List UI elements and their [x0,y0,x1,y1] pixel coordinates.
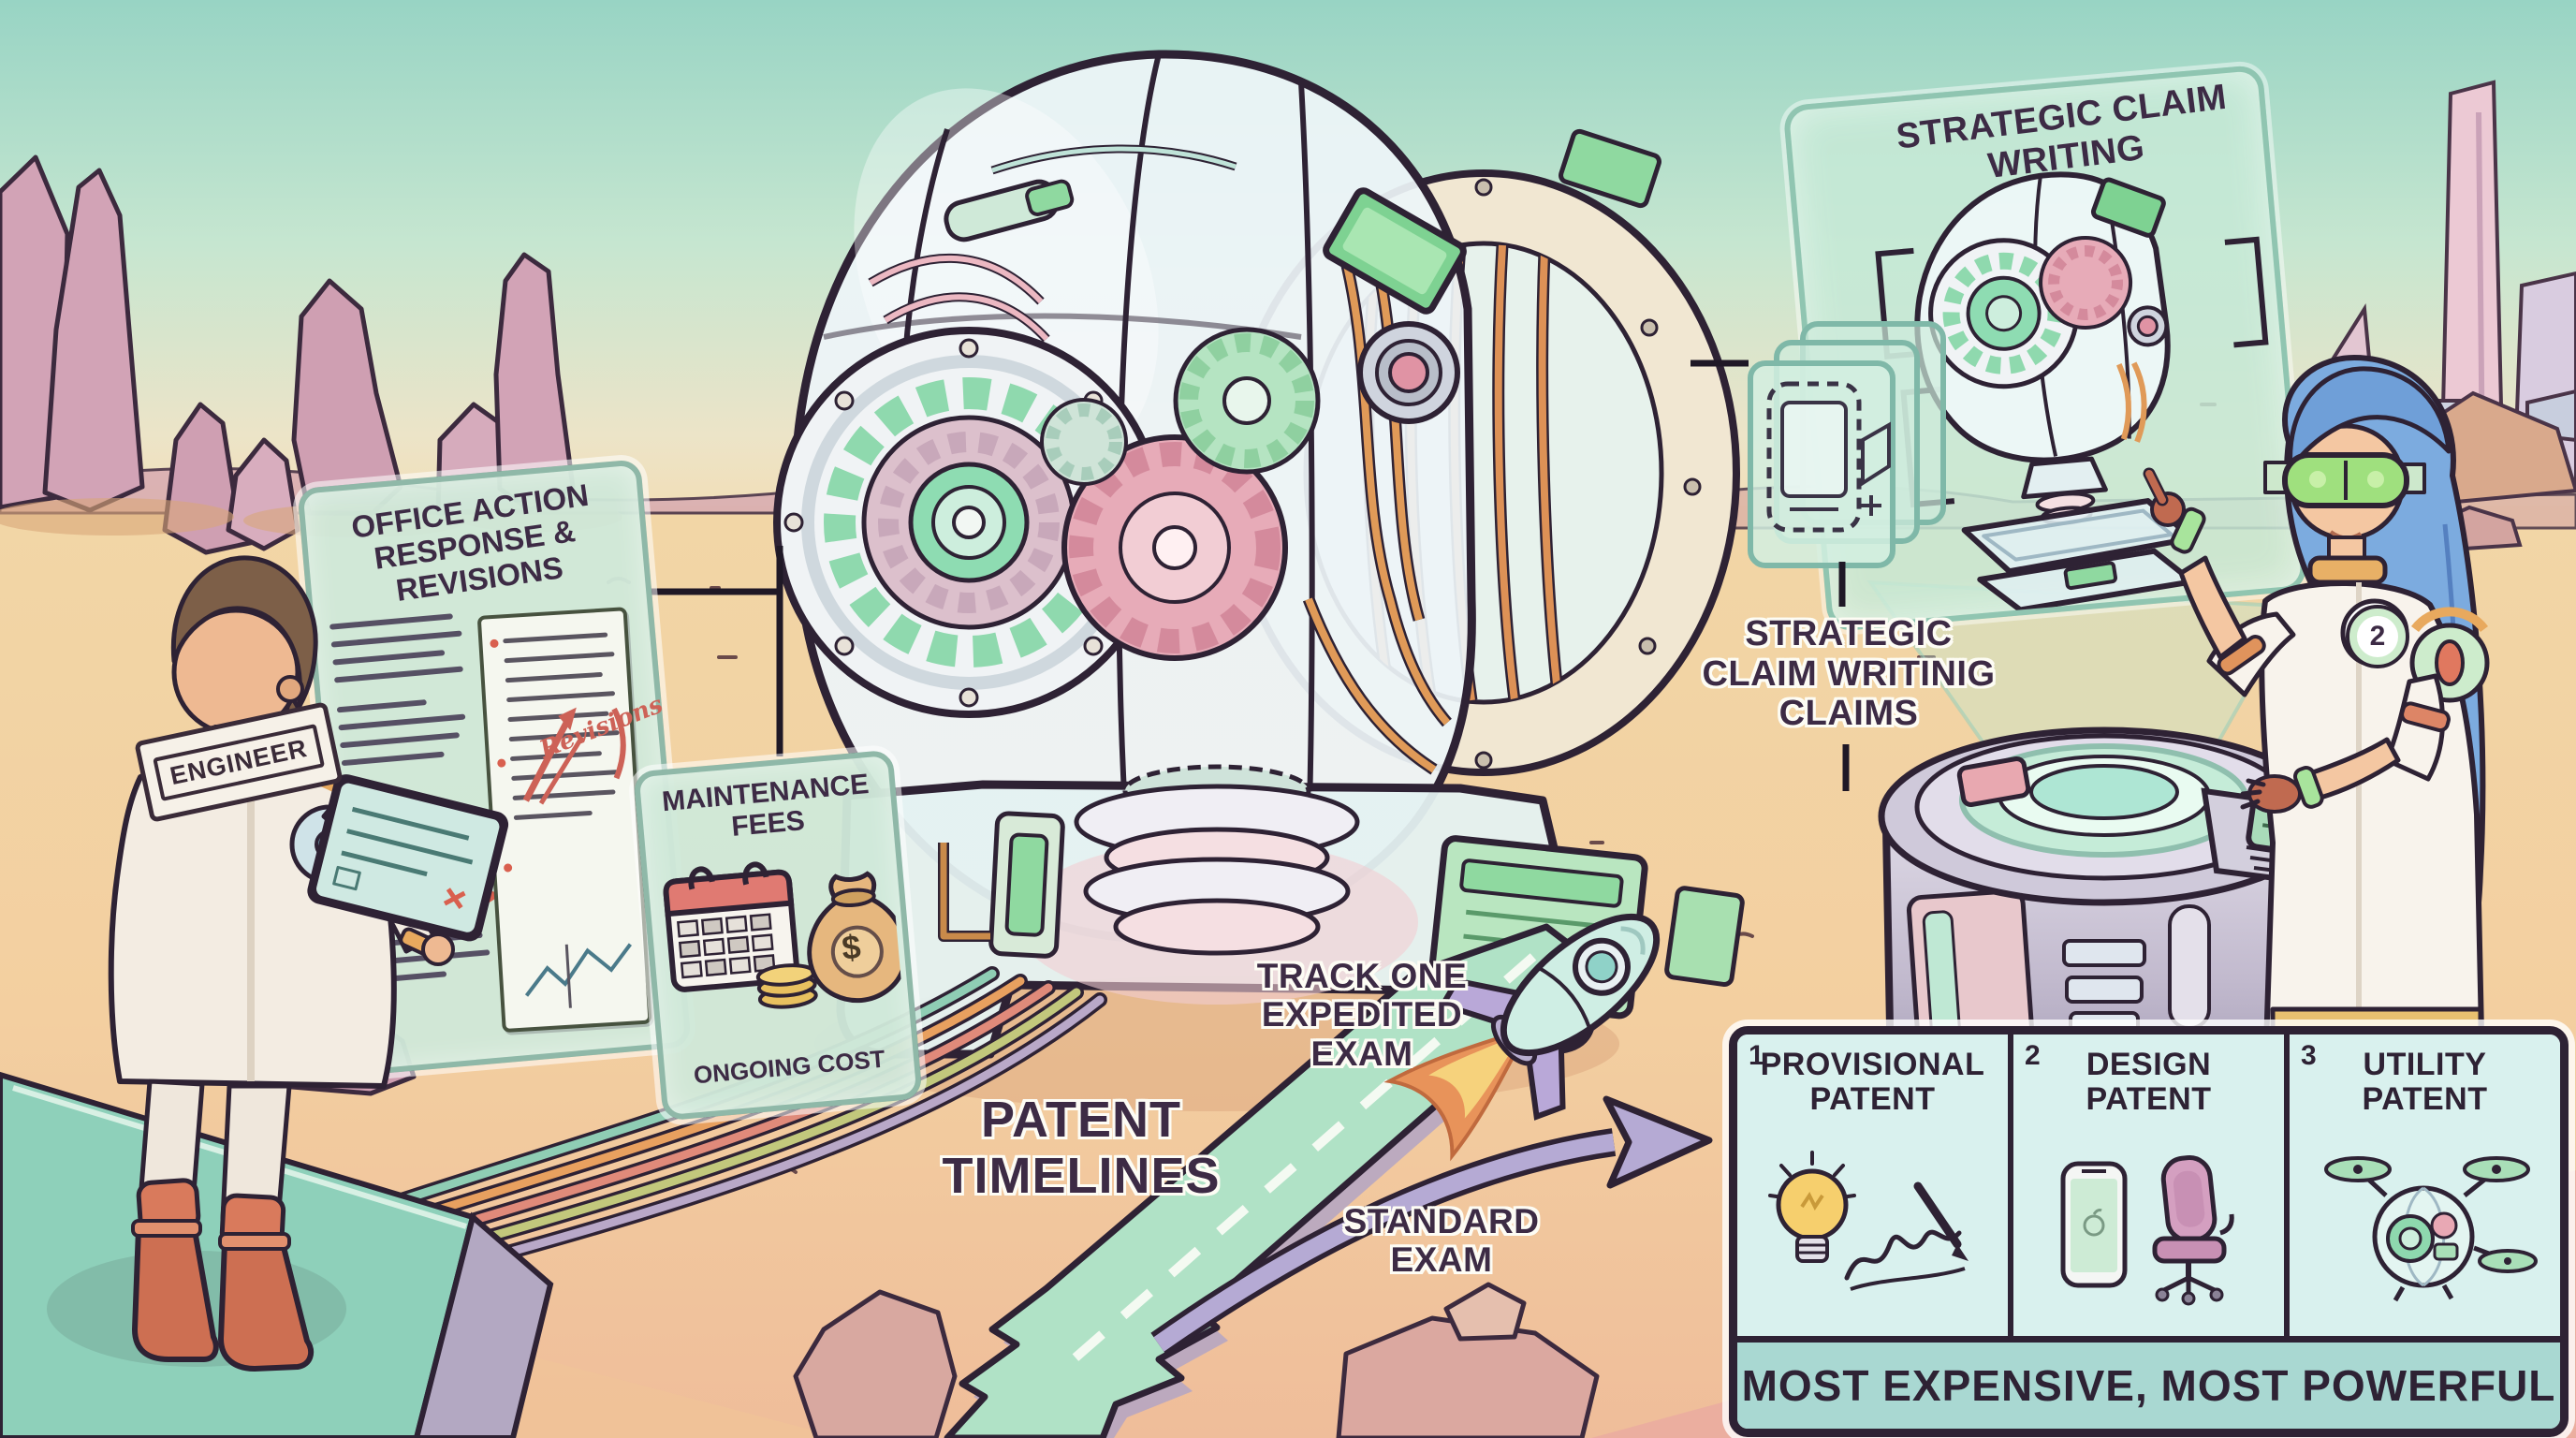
strategic-claims-label: STRATEGIC CLAIM WRITINIG CLAIMS [1702,614,1996,734]
projector-lens [2029,764,2179,820]
office-text-lines [329,600,476,778]
ongoing-cost-label: ONGOING COST [692,1044,886,1090]
lightbulb-signature-icon [1767,1151,1969,1292]
rocket-icon [1383,913,1661,1162]
provisional-patent-cell: 1 PROVISIONAL PATENT [1737,1034,2013,1336]
table-footer-label: MOST EXPENSIVE, MOST POWERFUL [1737,1336,2560,1429]
road-dashes [1063,953,1537,1369]
base-slot [988,811,1065,959]
maintenance-fees-panel: MAINTENANCE FEES [633,749,923,1122]
engineer-shadow [47,1251,346,1367]
small-gear [1040,398,1128,486]
rock-spires [0,154,622,555]
utility-patent-cell: 3 UTILITY PATENT [2290,1034,2560,1336]
drum-screen-bottom [1664,886,1745,988]
money-bag-icon [807,871,904,1004]
console-slot [2168,904,2211,1030]
scientist-number-badge: 2 [2346,605,2409,668]
phone-chair-icon [2060,1155,2234,1306]
machine-cables [348,966,1107,1286]
pink-port [1357,321,1460,424]
cell-number: 2 [2025,1040,2041,1071]
base-spine-stack [1074,764,1360,956]
coins-icon [755,963,818,1009]
patent-machine-cutaway [348,50,1745,1286]
maintenance-icons [663,861,904,1009]
drone-machine-icon [2323,1156,2538,1302]
cell-title: UTILITY PATENT [2362,1047,2488,1118]
dollar-symbol: $ [840,927,863,968]
standard-exam-arrow [1150,1095,1713,1357]
capsule-part [944,179,1075,242]
maintenance-title: MAINTENANCE FEES [660,768,871,843]
callout-connectors [651,546,783,756]
timeline-road-group [944,913,1713,1438]
smartphone-icon [2060,1161,2127,1288]
annotated-patent-page: Revisions [476,607,666,1034]
pen-icon [1913,1181,1969,1262]
cell-title: PROVISIONAL PATENT [1760,1047,1985,1118]
design-patent-cell: 2 DESIGN PATENT [2013,1034,2290,1336]
machine-screen [1323,187,1467,315]
signature-icon [1844,1230,1966,1292]
standard-exam-label: STANDARD EXAM [1343,1202,1540,1280]
console-buttons [2062,939,2146,1037]
pink-tubes [868,144,1237,343]
calendar-icon [663,861,800,992]
rim-clamp [1956,756,2031,808]
drum-rivets [1474,178,1702,770]
patent-timelines-title: PATENT TIMELINES [942,1092,1221,1205]
office-action-title: OFFICE ACTION RESPONSE & REVISIONS [349,477,592,608]
office-text-lines-2 [357,919,495,996]
strategic-claim-panel [1782,64,2308,633]
cell-number: 1 [1749,1040,1764,1071]
red-markup-icon [522,707,632,1008]
track-one-label: TRACK ONE EXPEDITED EXAM [1256,957,1468,1073]
drum-screen-top [1559,128,1661,209]
cell-title: DESIGN PATENT [2086,1047,2212,1118]
cell-number: 3 [2301,1040,2317,1071]
pink-gear [1061,434,1288,661]
office-action-panel: OFFICE ACTION RESPONSE & REVISIONS REVIS… [297,459,692,1077]
engineer-badge-text: ENGINEER [153,723,325,801]
console-keypad [2201,781,2397,895]
office-chair-icon [2152,1155,2234,1306]
hologram-exploded-machine [1875,171,2269,613]
green-gear [1173,327,1321,475]
patent-types-table: 1 PROVISIONAL PATENT [1729,1026,2569,1437]
